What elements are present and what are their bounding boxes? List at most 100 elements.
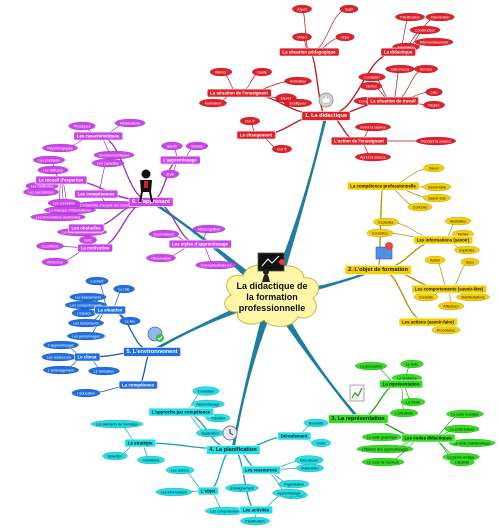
leaf-construction[interactable]: Construction [409,25,441,35]
leaf-les-attitudes[interactable]: Les attitudes [37,165,69,175]
leaf-dot[interactable]: Dot ® [271,144,293,154]
subnode-l-apprentissage[interactable]: L'apprentissage [159,155,201,165]
leaf-action[interactable]: Action [424,255,446,265]
leaf-les-instruments[interactable]: Les instruments [67,318,105,328]
leaf-les-specialistes[interactable]: Les spécialistes [22,187,60,197]
leaf-style[interactable]: Style [160,169,180,179]
branch-4-la-planification[interactable]: 4. La planification [206,445,261,455]
leaf-buts[interactable]: Buts [79,235,97,245]
leaf-le-lieu[interactable]: Le lieu [119,316,141,326]
leaf-conditions[interactable]: Conditions [36,241,64,251]
leaf-les-elements-de-formation[interactable]: Les éléments de formation [90,419,144,429]
leaf-intervention[interactable]: Intervention [425,12,455,22]
subnode-les-informations-savoir[interactable]: Les informations (savoir) [413,235,474,245]
leaf-serveur[interactable]: Serveur [414,64,438,74]
leaf-objet[interactable]: Objet [335,32,355,42]
leaf-les-evenements[interactable]: Les événements [69,292,107,302]
leaf-procedures[interactable]: Procédures [431,325,461,335]
subnode-la-strategie[interactable]: La stratégie [124,438,157,448]
leaf-bonnette[interactable]: Bonnette [303,418,329,428]
branch-1-la-didactique[interactable]: 1. La didactique [301,111,351,121]
leaf-l-ensemble-d-acquis-des-informations[interactable]: L'ensemble d'acquis des informations [74,200,146,210]
leaf-les-informations[interactable]: Les informations [155,487,193,497]
subnode-la-situation-de-l-enseignant[interactable]: La situation de l'enseignant [206,88,272,98]
subnode-la-representation[interactable]: La représentation [379,379,424,389]
leaf-l-affectivite[interactable]: L'affectivité [389,408,419,418]
leaf-sens[interactable]: Sens [460,257,480,267]
leaf-metabolisme[interactable]: Métabolisme [114,118,146,128]
leaf-l-enfant[interactable]: L'enfant [85,276,109,286]
subnode-deroulement[interactable]: Déroulement [277,431,312,441]
subnode-les-competences[interactable]: Les compétences [74,189,119,199]
subnode-les-actions-savoir-faire[interactable]: Les actions (savoir-faire) [398,317,458,327]
subnode-les-codes-didactiques[interactable]: Les codes didactiques [401,433,456,443]
subnode-la-situation-de-travail[interactable]: La situation de travail [367,96,419,106]
leaf-regles[interactable]: Règles [423,100,445,110]
subnode-les-ressources[interactable]: Les ressources [241,465,281,475]
leaf-abstraites[interactable]: Abstraites [444,216,472,226]
leaf-le-formateur[interactable]: Le formateur [88,366,120,376]
leaf-psychologiques[interactable]: Psychologiques [42,143,78,153]
leaf-lieu[interactable]: Lieu [425,87,443,97]
leaf-les-pratiques[interactable]: Les pratiques [32,155,66,165]
leaf-expliqueur[interactable]: Expliqueur [283,98,313,108]
subnode-l-objet[interactable]: L'objet [197,486,219,496]
leaf-apprentissage[interactable]: Apprentissage [191,399,225,409]
leaf-le-texte[interactable]: Le texte [400,359,424,369]
leaf-evaluation[interactable]: Évaluation [192,386,220,396]
leaf-les-actions[interactable]: Les actions [165,465,195,475]
subnode-les-obstacles[interactable]: Les obstacles [68,223,105,233]
leaf-pendant-la-seance[interactable]: Pendant la séance [415,136,457,146]
leaf-apres-la-seance[interactable]: Après la séance [354,152,392,162]
leaf-savoir-etre[interactable]: Savoir-être [422,193,452,203]
leaf-le-code-iconique[interactable]: Le code iconique [446,409,484,419]
leaf-metacognition[interactable]: Métacognition [192,224,226,234]
leaf-formateur[interactable]: Formateur [199,98,227,108]
leaf-selection[interactable]: Sélection [102,451,128,461]
leaf-les-comportements[interactable]: Les comportements [204,506,248,516]
leaf-educateurs[interactable]: Éducateurs [294,455,324,465]
leaf-le-code-graphique[interactable]: Le code graphique [361,432,403,442]
leaf-planification[interactable]: Planification [395,12,425,22]
leaf-outils[interactable]: Outils [311,438,331,448]
subnode-le-climat[interactable]: Le climat [74,352,101,362]
leaf-modele[interactable]: Modèle [185,141,209,151]
leaf-la-perception[interactable]: La perception [354,361,388,371]
leaf-organisation[interactable]: Organisation [278,479,310,489]
subnode-la-motivation[interactable]: La motivation [77,243,113,253]
leaf-manifestations[interactable]: Manifestations [456,292,490,302]
leaf-le-code-de-l-ecriture[interactable]: Le code de l'écriture [361,457,405,467]
leaf-l-education[interactable]: L'éducation [71,388,101,398]
branch-5-l-environnement[interactable]: 5. L'environnement [123,347,181,357]
leaf-l-amenagement[interactable]: L'aménagement [42,365,80,375]
leaf-l-abstrait[interactable]: L'abstrait [449,457,475,467]
leaf-agent[interactable]: Agent [292,4,312,14]
leaf-milieu[interactable]: Milieu [292,32,312,42]
subnode-les-comportements-savoir-etre[interactable]: Les comportements (savoir-être) [411,284,487,294]
leaf-implicites[interactable]: Implicites [454,245,480,255]
leaf-apprentissage[interactable]: Apprentissage [272,488,306,498]
subnode-la-situation-pedagogique[interactable]: La situation pédagogique [279,47,340,57]
leaf-physiques[interactable]: Physiques [68,121,96,131]
subnode-le-changement[interactable]: Le changement [236,130,276,140]
subnode-les-caracteristiques[interactable]: Les caractéristiques [73,131,124,141]
leaf-avant-la-seance[interactable]: Avant la séance [354,122,392,132]
leaf-conditions[interactable]: Conditions [137,455,165,465]
branch-2-l-objet-de-formation[interactable]: 2. L'objet de formation [344,265,412,275]
subnode-l-action-de-l-enseignant[interactable]: L'action de l'enseignant [330,136,388,146]
subnode-l-approche-par-competence[interactable]: L'approche par compétence [148,407,215,417]
subnode-les-activites[interactable]: Les activités [239,505,274,515]
subnode-les-styles-d-apprentissage[interactable]: Les styles d'apprentissage [168,239,232,249]
leaf-attribution[interactable]: Attribution [41,257,69,267]
leaf-reinvestissement[interactable]: Réinvestissement [414,37,454,47]
leaf-mentor[interactable]: Mentor [209,67,233,77]
leaf-socioeconomiques[interactable]: Socioéconomiques [93,150,135,160]
leaf-les-personnages[interactable]: Les personnages [66,331,106,341]
leaf-application[interactable]: Application [195,428,225,438]
leaf-l-apprentissage[interactable]: L'apprentissage [43,340,79,350]
leaf-instruments[interactable]: Instruments [385,64,415,74]
leaf-concretes[interactable]: Concrètes [366,228,394,238]
leaf-conduite[interactable]: Conduite [413,292,439,302]
leaf-le-code-textuel[interactable]: Le code textuel [444,424,480,434]
leaf-les-ressources[interactable]: Les ressources [41,352,77,362]
